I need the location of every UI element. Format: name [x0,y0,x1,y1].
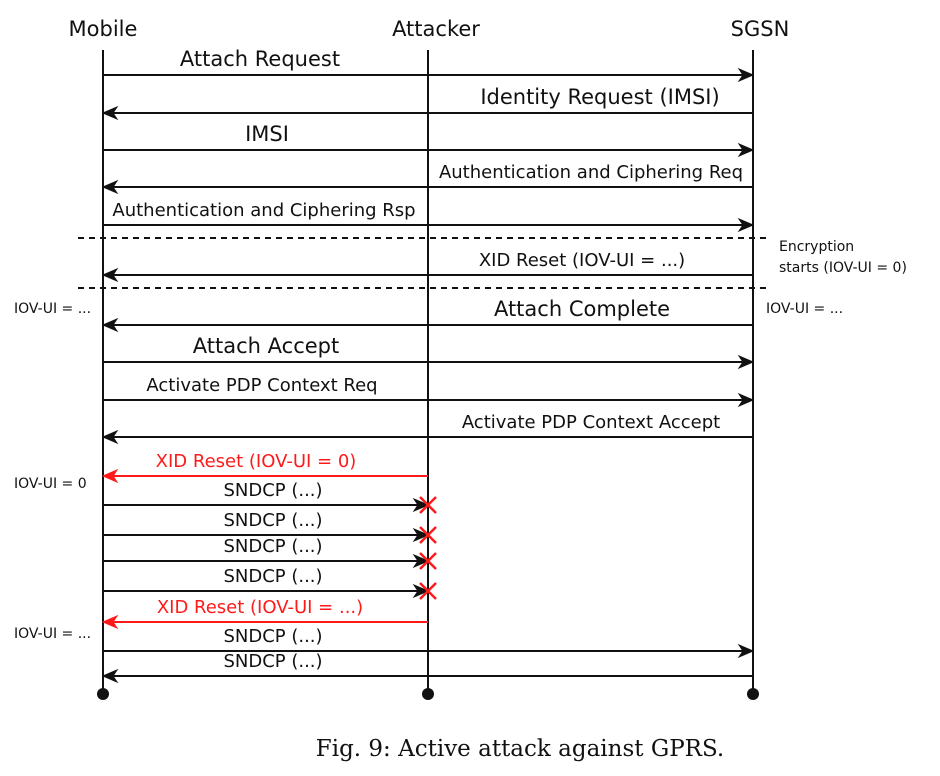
message-label: Authentication and Ciphering Req [439,162,743,183]
message-arrowhead [101,468,119,484]
message-arrowhead [737,217,755,233]
message-arrowhead [101,179,119,195]
message-arrowhead [412,553,430,569]
message-arrowhead [737,142,755,158]
message-label: Authentication and Ciphering Rsp [112,200,415,221]
message-18: SNDCP (...) [101,651,753,684]
message-4: Authentication and Ciphering Req [101,162,753,195]
message-label: SNDCP (...) [223,626,322,647]
message-12: SNDCP (...) [103,480,437,514]
encryption-note-line1: Encryption [779,239,854,255]
message-label: SNDCP (...) [223,536,322,557]
message-label: SNDCP (...) [223,651,322,672]
message-8: Attach Accept [103,334,755,370]
message-14: SNDCP (...) [103,536,437,570]
message-arrowhead [101,429,119,445]
participant-mobile: Mobile [69,17,138,41]
message-arrowhead [101,267,119,283]
message-arrowhead [737,354,755,370]
message-label: XID Reset (IOV-UI = ...) [479,250,685,271]
message-label: SNDCP (...) [223,510,322,531]
message-label: SNDCP (...) [223,480,322,501]
message-label: IMSI [245,122,289,146]
message-11: XID Reset (IOV-UI = 0) [101,451,428,484]
message-9: Activate PDP Context Req [103,375,755,408]
mobile-iov-note-1: IOV-UI = ... [14,301,91,317]
message-label: Attach Accept [193,334,339,358]
message-arrowhead [101,105,119,121]
message-5: Authentication and Ciphering Rsp [103,200,755,233]
message-16: XID Reset (IOV-UI = ...) [101,597,428,630]
dropped-cross-icon [419,582,437,600]
message-2: Identity Request (IMSI) [101,85,753,121]
message-1: Attach Request [103,47,755,83]
encryption-note-line2: starts (IOV-UI = 0) [779,260,907,276]
message-label: XID Reset (IOV-UI = ...) [157,597,363,618]
message-arrowhead [737,643,755,659]
dropped-cross-icon [419,552,437,570]
participant-attacker: Attacker [392,17,480,41]
message-label: Activate PDP Context Accept [462,412,720,433]
message-6: XID Reset (IOV-UI = ...) [101,250,753,283]
message-label: XID Reset (IOV-UI = 0) [156,451,357,472]
sgsn-iov-note: IOV-UI = ... [766,301,843,317]
message-17: SNDCP (...) [103,626,755,659]
message-15: SNDCP (...) [103,566,437,600]
message-label: Attach Request [180,47,340,71]
message-13: SNDCP (...) [103,510,437,544]
lifeline-end-attacker [422,688,434,700]
message-label: Attach Complete [494,297,670,321]
mobile-iov-note-2: IOV-UI = 0 [14,476,87,492]
message-3: IMSI [103,122,755,158]
message-arrowhead [101,614,119,630]
message-label: Activate PDP Context Req [146,375,377,396]
message-arrowhead [412,527,430,543]
message-arrowhead [737,67,755,83]
dropped-cross-icon [419,526,437,544]
message-arrowhead [101,668,119,684]
participant-sgsn: SGSN [731,17,790,41]
message-arrowhead [412,497,430,513]
lifeline-end-mobile [97,688,109,700]
lifeline-end-sgsn [747,688,759,700]
message-7: Attach Complete [101,297,753,333]
message-arrowhead [737,392,755,408]
message-label: SNDCP (...) [223,566,322,587]
message-10: Activate PDP Context Accept [101,412,753,445]
mobile-iov-note-3: IOV-UI = ... [14,626,91,642]
dropped-cross-icon [419,496,437,514]
figure-caption: Fig. 9: Active attack against GPRS. [316,736,725,762]
message-label: Identity Request (IMSI) [480,85,719,109]
message-arrowhead [101,317,119,333]
message-arrowhead [412,583,430,599]
